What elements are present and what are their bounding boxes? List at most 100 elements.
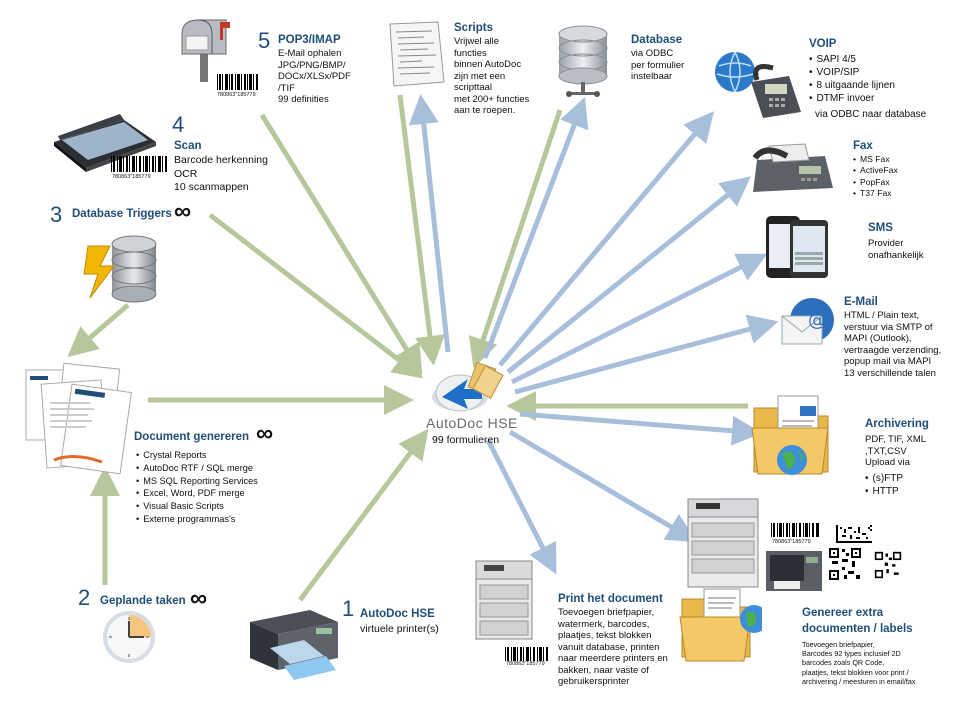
extra-documents-node: 780863"185779 Genereer extra documenten …	[678, 495, 958, 695]
pop3-barcode-text: 780863"185779	[217, 92, 256, 98]
document-generation-list: Crystal Reports AutoDoc RTF / SQL merge …	[136, 449, 258, 526]
voip-item: VOIP/SIP	[809, 66, 895, 79]
archivering-node: Archivering PDF, TIF, XML ,TXT,CSV Uploa…	[748, 388, 948, 498]
email-node: @ E-Mail HTML / Plain text, verstuur via…	[778, 292, 958, 392]
scripts-node: Scripts Vrijwel alle functies binnen Aut…	[380, 14, 550, 134]
voip-list: SAPI 4/5 VOIP/SIP 8 uitgaande lijnen DTM…	[809, 53, 895, 105]
document-generation-node: Document genereren ∞ Crystal Reports Aut…	[10, 358, 310, 528]
arrow-hub-to-scripts	[408, 94, 451, 353]
clock-icon	[103, 611, 155, 663]
scan-node: 780863"185779 4 Scan Barcode herkenning …	[48, 100, 288, 210]
autodoc-logo-icon	[432, 361, 504, 412]
archivering-title: Archivering	[865, 418, 929, 430]
scheduled-tasks-infinity: ∞	[190, 585, 208, 612]
arrow-hub-to-archive	[519, 411, 762, 446]
scanner-icon	[54, 114, 156, 172]
documents-stack-icon	[25, 362, 132, 474]
sms-title: SMS	[868, 222, 893, 234]
triggers-node: 3 Database Triggers ∞	[48, 200, 268, 312]
scan-barcode-text: 780863"185779	[112, 174, 151, 180]
extra-barcode-text: 780863"185779	[772, 539, 811, 545]
extra-folder-icon	[679, 588, 762, 662]
datamatrix-icon	[836, 525, 872, 543]
print-document-node: 780863"185779 Print het document Toevoeg…	[470, 555, 690, 705]
archive-folder-icon	[751, 395, 829, 475]
voip-phone-icon	[715, 51, 801, 118]
email-text: HTML / Plain text, verstuur via SMTP of …	[844, 310, 942, 379]
archivering-text: PDF, TIF, XML ,TXT,CSV Upload via	[865, 434, 927, 468]
print-barcode-icon	[505, 647, 548, 661]
script-document-icon	[389, 21, 445, 87]
scan-title: Scan	[174, 140, 202, 152]
voip-item: SAPI 4/5	[809, 53, 895, 66]
arrow-hub-to-email	[514, 314, 779, 395]
voip-extra: via ODBC naar database	[815, 109, 927, 120]
fax-node: Fax MS Fax ActiveFax PopFax T37 Fax	[745, 140, 945, 205]
hub-subtitle: 99 formulieren	[432, 434, 500, 446]
scan-number: 4	[172, 112, 185, 137]
arrow-scripts-to-hub	[397, 94, 445, 366]
voip-item: 8 uitgaande lijnen	[809, 79, 895, 92]
fax-item: ActiveFax	[853, 165, 898, 176]
document-generation-item: MS SQL Reporting Services	[136, 475, 258, 488]
arrow-scan-to-hub	[208, 213, 424, 379]
svg-text:@: @	[808, 310, 826, 331]
fax-list: MS Fax ActiveFax PopFax T37 Fax	[853, 154, 898, 200]
document-generation-title: Document genereren	[134, 431, 250, 443]
mailbox-icon	[181, 19, 230, 82]
database-text: via ODBC per formulier instelbaar	[631, 48, 685, 82]
extra-documents-title: Genereer extra documenten / labels	[802, 607, 913, 635]
triggers-title: Database Triggers	[72, 208, 172, 220]
archivering-list: (s)FTP HTTP	[865, 472, 904, 498]
fax-item: MS Fax	[853, 154, 898, 165]
label-printer-icon	[766, 551, 822, 591]
database-title: Database	[631, 34, 683, 46]
triggers-infinity: ∞	[174, 198, 192, 225]
arrow-pop3-to-hub	[259, 113, 423, 375]
autodoc-hub: AutoDoc HSE 99 formulieren	[420, 355, 530, 455]
database-trigger-icon	[83, 235, 157, 303]
pop3-barcode-icon	[217, 74, 258, 90]
pop3-text: E-Mail ophalen JPG/PNG/BMP/ DOCx/XLSx/PD…	[278, 48, 351, 105]
office-printer-icon	[475, 560, 533, 640]
arrow-virtual-printer-to-hub	[298, 428, 429, 602]
voip-node: VOIP SAPI 4/5 VOIP/SIP 8 uitgaande lijne…	[705, 38, 950, 130]
virtual-printer-node: 1 AutoDoc HSE virtuele printer(s)	[240, 592, 460, 682]
email-icon: @	[781, 298, 834, 345]
voip-title: VOIP	[809, 38, 837, 50]
sms-node: SMS Provider onafhankelijk	[762, 212, 952, 282]
printer-icon	[250, 610, 338, 680]
print-barcode-text: 780863"185779	[506, 661, 545, 667]
fax-title: Fax	[853, 140, 873, 152]
triggers-number: 3	[50, 202, 63, 227]
arrow-hub-to-print	[485, 438, 557, 575]
smartphone-icon	[766, 216, 828, 278]
scheduled-tasks-node: 2 Geplande taken ∞	[74, 585, 234, 665]
fax-machine-icon	[752, 143, 833, 192]
qr-code-icon	[828, 547, 862, 581]
fax-item: T37 Fax	[853, 188, 898, 199]
qr-code-icon	[874, 551, 902, 579]
arrow-hub-to-fax	[506, 176, 751, 374]
pop3-node: 780863"185779 5 POP3/IMAP E-Mail ophalen…	[170, 12, 390, 117]
document-generation-item: Visual Basic Scripts	[136, 500, 258, 513]
pop3-title: POP3/IMAP	[278, 34, 341, 46]
copier-icon	[687, 498, 759, 588]
print-document-text: Toevoegen briefpapier, watermerk, barcod…	[558, 607, 668, 687]
database-node: Database via ODBC per formulier instelba…	[553, 22, 693, 112]
document-generation-item: Excel, Word, PDF merge	[136, 487, 258, 500]
voip-item: DTMF invoer	[809, 92, 895, 105]
arrow-hub-to-voip	[498, 111, 715, 367]
scan-text: Barcode herkenning OCR 10 scanmappen	[174, 154, 268, 193]
database-icon	[558, 25, 608, 97]
arrow-hub-to-extra	[508, 429, 698, 543]
document-generation-item: Externe programmas's	[136, 513, 258, 526]
virtual-printer-text: virtuele printer(s)	[360, 623, 439, 635]
arrow-hub-to-database	[482, 96, 589, 359]
scheduled-tasks-title: Geplande taken	[100, 595, 186, 607]
virtual-printer-title: AutoDoc HSE	[360, 608, 435, 620]
fax-item: PopFax	[853, 177, 898, 188]
document-generation-infinity: ∞	[256, 420, 274, 447]
email-title: E-Mail	[844, 296, 878, 308]
